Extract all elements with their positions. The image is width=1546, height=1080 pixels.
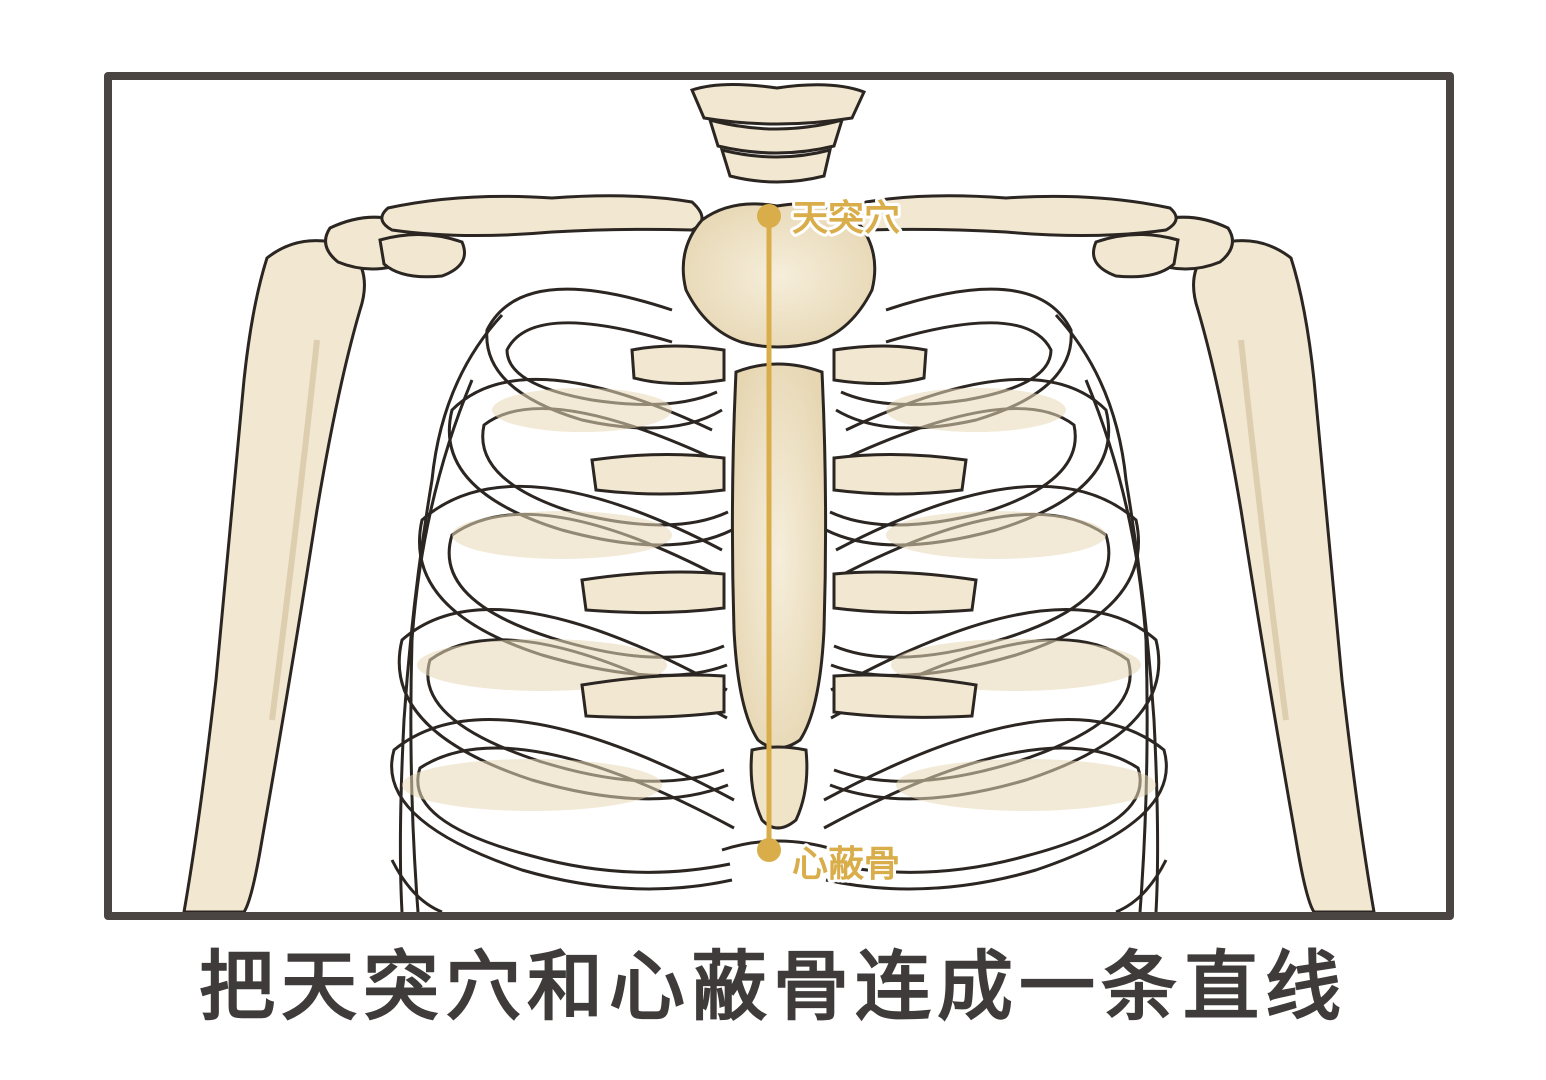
costal-cartilages — [580, 344, 978, 719]
ribcage-illustration: 天突穴 心蔽骨 — [182, 82, 1376, 912]
illustration-frame: 天突穴 心蔽骨 — [104, 72, 1454, 920]
manubrium — [681, 202, 877, 349]
caption: 把天突穴和心蔽骨连成一条直线 — [199, 942, 1347, 1031]
ribcage-outline — [398, 313, 1160, 912]
tiantu-point-marker — [757, 204, 781, 228]
rib-shading — [402, 388, 1156, 811]
cervical-vertebrae — [689, 82, 867, 184]
sternum-body — [730, 362, 828, 750]
left-humerus — [182, 239, 366, 912]
xiphoid-process — [721, 745, 837, 852]
right-humerus — [1192, 239, 1376, 912]
xinbigu-label: 心蔽骨 — [792, 844, 900, 885]
xinbigu-point-marker — [757, 838, 781, 862]
tiantu-label: 天突穴 — [792, 198, 900, 239]
clavicles — [380, 194, 1178, 238]
